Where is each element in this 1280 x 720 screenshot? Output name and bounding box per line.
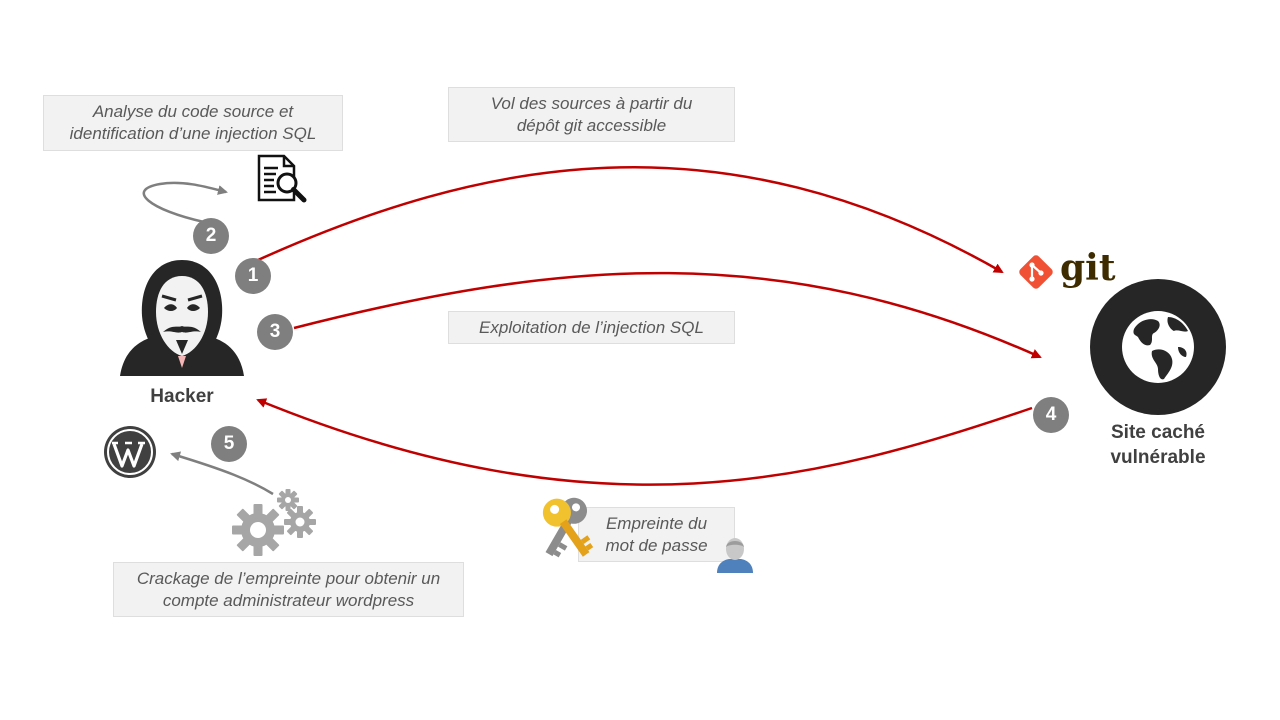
note-hash: Empreinte du mot de passe (578, 507, 735, 562)
hacker-icon (120, 260, 244, 376)
step-badge-5: 5 (211, 426, 247, 462)
note-exploit: Exploitation de l’injection SQL (448, 311, 735, 344)
step-badge-2: 2 (193, 218, 229, 254)
user-icon (717, 538, 753, 573)
arrow-1-theft (257, 166, 1004, 274)
git-logo-icon (1019, 255, 1053, 289)
document-search-icon (257, 154, 307, 203)
step-badge-4: 4 (1033, 397, 1069, 433)
arrow-4-hash (256, 398, 1033, 486)
site-label: Site caché vulnérable (1110, 422, 1206, 468)
note-analysis: Analyse du code source et identification… (43, 95, 343, 151)
note-theft: Vol des sources à partir du dépôt git ac… (448, 87, 735, 142)
gears-icon (232, 489, 316, 556)
arrow-3-exploit (293, 271, 1042, 359)
wordpress-icon (104, 426, 156, 478)
git-logo-text: git (1060, 247, 1116, 289)
arrow-5-crack (170, 451, 274, 496)
hacker-label: Hacker (150, 386, 214, 407)
step-badge-3: 3 (257, 314, 293, 350)
keys-icon (542, 497, 594, 558)
step-badge-1: 1 (235, 258, 271, 294)
globe-icon (1090, 279, 1226, 415)
arrow-2-analysis (142, 181, 228, 224)
note-crack: Crackage de l’empreinte pour obtenir un … (113, 562, 464, 617)
